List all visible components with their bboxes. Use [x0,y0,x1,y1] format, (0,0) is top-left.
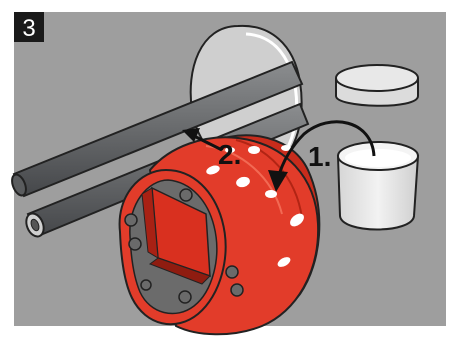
sealant-container [336,65,418,230]
step-number: 3 [22,15,35,42]
callout-label-2: 2. [218,139,241,170]
callout-label-1: 1. [308,141,331,172]
